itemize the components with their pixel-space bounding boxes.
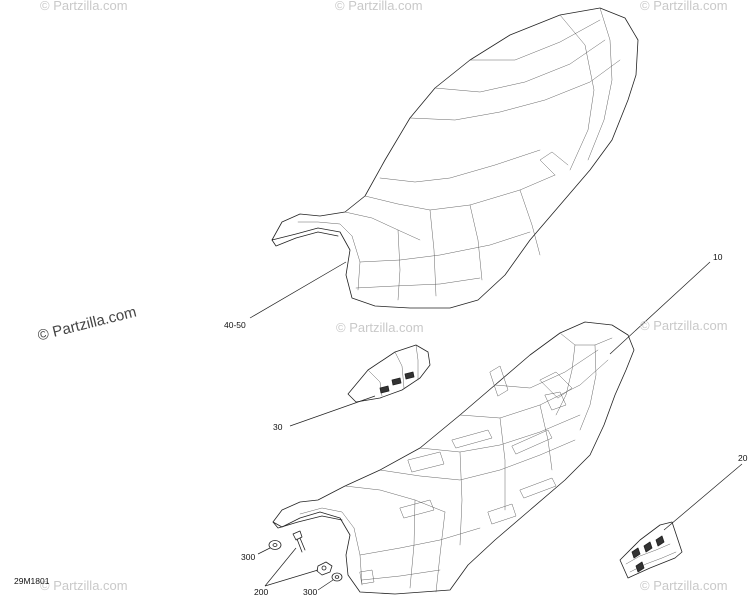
watermark: © Partzilla.com [40,0,128,13]
leader-bracket [289,395,376,427]
callout-washer-left[interactable]: 300 [241,552,256,562]
diagram-code: 29M1801 [14,576,50,586]
side-clip[interactable] [619,521,683,579]
watermark: © Partzilla.com [640,318,728,333]
leader-washer-right [317,579,334,591]
callout-side-clip[interactable]: 20 [738,453,748,463]
nut[interactable] [316,561,333,576]
watermark: © Partzilla.com [640,0,728,13]
seat-cover[interactable] [271,7,639,309]
seat-base[interactable] [272,321,635,595]
leader-seat-cover [249,261,347,319]
leader-fastener-a [264,547,297,587]
leader-fastener-b [264,569,319,587]
leader-seat-base [609,261,711,355]
callout-washer-right[interactable]: 300 [303,587,318,597]
mounting-bracket[interactable] [347,344,431,403]
watermark: © Partzilla.com [336,320,424,335]
watermark: © Partzilla.com [640,578,728,593]
watermark: © Partzilla.com [40,578,128,593]
washer-left[interactable] [268,540,282,550]
callout-fasteners[interactable]: 200 [254,587,269,597]
washer-right[interactable] [331,572,343,582]
callout-seat-cover[interactable]: 40-50 [224,320,246,330]
callout-seat-base[interactable]: 10 [713,252,723,262]
screw[interactable] [292,530,306,553]
leader-side-clip [663,463,743,531]
callout-bracket[interactable]: 30 [273,422,283,432]
watermark: © Partzilla.com [335,0,423,13]
leader-washer-left [257,547,271,555]
